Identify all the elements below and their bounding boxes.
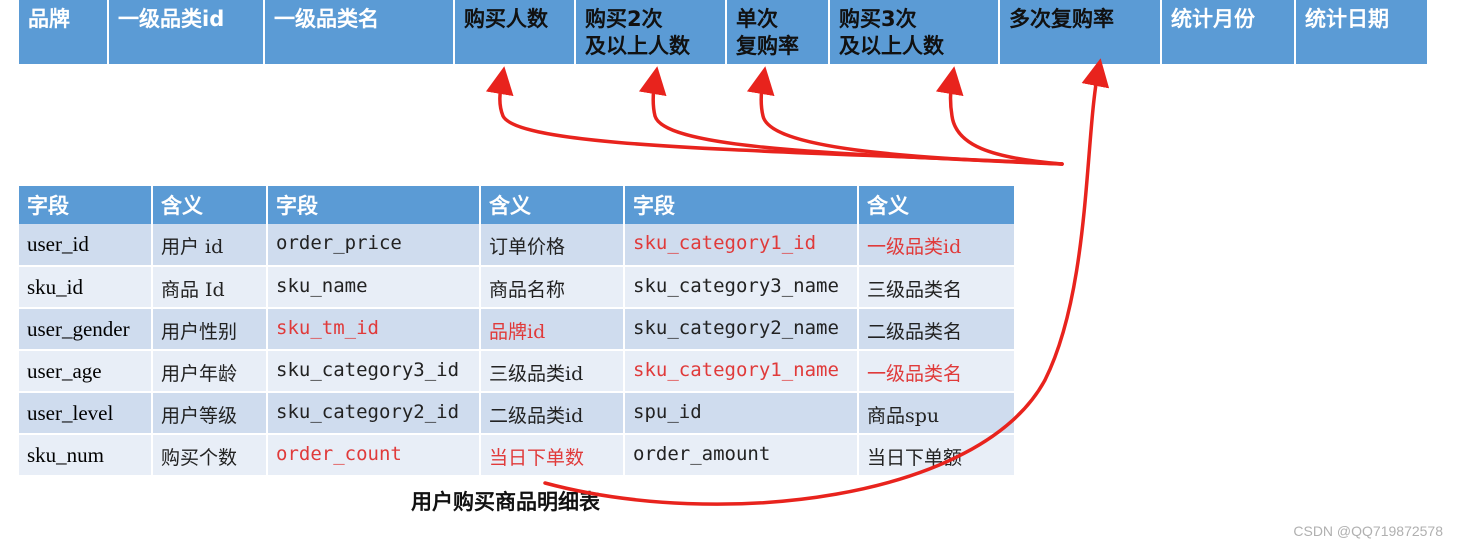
- field-meaning-highlighted: 一级品类名: [858, 350, 1016, 393]
- field-name: order_amount: [624, 434, 859, 477]
- header-cell-buy-twice-count: 购买2次 及以上人数: [576, 0, 727, 64]
- field-table-header-row: 字段 含义 字段 含义 字段 含义: [19, 186, 1016, 224]
- field-name-highlighted: sku_category1_id: [624, 224, 859, 267]
- field-meaning-highlighted: 品牌id: [480, 308, 625, 351]
- field-meaning: 商品名称: [480, 266, 625, 309]
- field-meaning: 商品 Id: [152, 266, 268, 309]
- column-header-meaning: 含义: [480, 186, 625, 224]
- column-header-meaning: 含义: [858, 186, 1016, 224]
- table-row: user_age 用户年龄 sku_category3_id 三级品类id sk…: [19, 350, 1016, 393]
- table-row: user_level 用户等级 sku_category2_id 二级品类id …: [19, 392, 1016, 435]
- field-name: spu_id: [624, 392, 859, 435]
- field-name: sku_id: [19, 266, 153, 309]
- field-meaning: 商品spu: [858, 392, 1016, 435]
- field-meaning: 三级品类名: [858, 266, 1016, 309]
- header-cell-buy-thrice-count: 购买3次 及以上人数: [830, 0, 1000, 64]
- table-row: sku_id 商品 Id sku_name 商品名称 sku_category3…: [19, 266, 1016, 309]
- watermark: CSDN @QQ719872578: [1293, 523, 1443, 539]
- column-header-field: 字段: [624, 186, 859, 224]
- field-name: sku_category3_name: [624, 266, 859, 309]
- field-meaning: 订单价格: [480, 224, 625, 267]
- field-meaning: 当日下单额: [858, 434, 1016, 477]
- field-meaning-highlighted: 当日下单数: [480, 434, 625, 477]
- field-name-highlighted: order_count: [267, 434, 481, 477]
- field-name-highlighted: sku_tm_id: [267, 308, 481, 351]
- field-name: order_price: [267, 224, 481, 267]
- table-row: user_gender 用户性别 sku_tm_id 品牌id sku_cate…: [19, 308, 1016, 351]
- field-name: sku_category3_id: [267, 350, 481, 393]
- arrow-to-buy-thrice-count: [935, 66, 1064, 166]
- header-cell-single-rebuy-rate: 单次 复购率: [727, 0, 830, 64]
- field-meaning: 三级品类id: [480, 350, 625, 393]
- field-name: user_level: [19, 392, 153, 435]
- table-row: sku_num 购买个数 order_count 当日下单数 order_amo…: [19, 434, 1016, 477]
- table-row: user_id 用户 id order_price 订单价格 sku_categ…: [19, 224, 1016, 267]
- field-name: sku_category2_id: [267, 392, 481, 435]
- header-cell-multi-rebuy-rate: 多次复购率: [1000, 0, 1162, 64]
- field-table: 字段 含义 字段 含义 字段 含义 user_id 用户 id order_pr…: [19, 186, 1016, 477]
- field-meaning: 用户性别: [152, 308, 268, 351]
- field-meaning-highlighted: 一级品类id: [858, 224, 1016, 267]
- header-cell-category1-id: 一级品类id: [109, 0, 265, 64]
- target-table-header: 品牌 一级品类id 一级品类名 购买人数 购买2次 及以上人数 单次 复购率 购…: [19, 0, 1427, 64]
- field-meaning: 用户等级: [152, 392, 268, 435]
- field-name: user_age: [19, 350, 153, 393]
- field-meaning: 用户 id: [152, 224, 268, 267]
- header-cell-category1-name: 一级品类名: [265, 0, 455, 64]
- header-cell-brand: 品牌: [19, 0, 109, 64]
- header-cell-stat-month: 统计月份: [1162, 0, 1296, 64]
- column-header-field: 字段: [267, 186, 481, 224]
- field-meaning: 二级品类id: [480, 392, 625, 435]
- table-caption: 用户购买商品明细表: [411, 490, 600, 514]
- header-cell-stat-date: 统计日期: [1305, 7, 1389, 31]
- field-meaning: 用户年龄: [152, 350, 268, 393]
- arrow-to-single-rebuy-rate: [746, 66, 1064, 166]
- field-name-highlighted: sku_category1_name: [624, 350, 859, 393]
- header-cell-buyer-count: 购买人数: [455, 0, 576, 64]
- field-name: sku_name: [267, 266, 481, 309]
- field-name: sku_category2_name: [624, 308, 859, 351]
- field-meaning: 二级品类名: [858, 308, 1016, 351]
- arrow-to-multi-rebuy-rate: [543, 58, 1110, 506]
- column-header-field: 字段: [19, 186, 153, 224]
- field-name: user_gender: [19, 308, 153, 351]
- arrow-to-buyer-count: [485, 66, 1064, 166]
- field-meaning: 购买个数: [152, 434, 268, 477]
- column-header-meaning: 含义: [152, 186, 268, 224]
- field-name: sku_num: [19, 434, 153, 477]
- field-name: user_id: [19, 224, 153, 267]
